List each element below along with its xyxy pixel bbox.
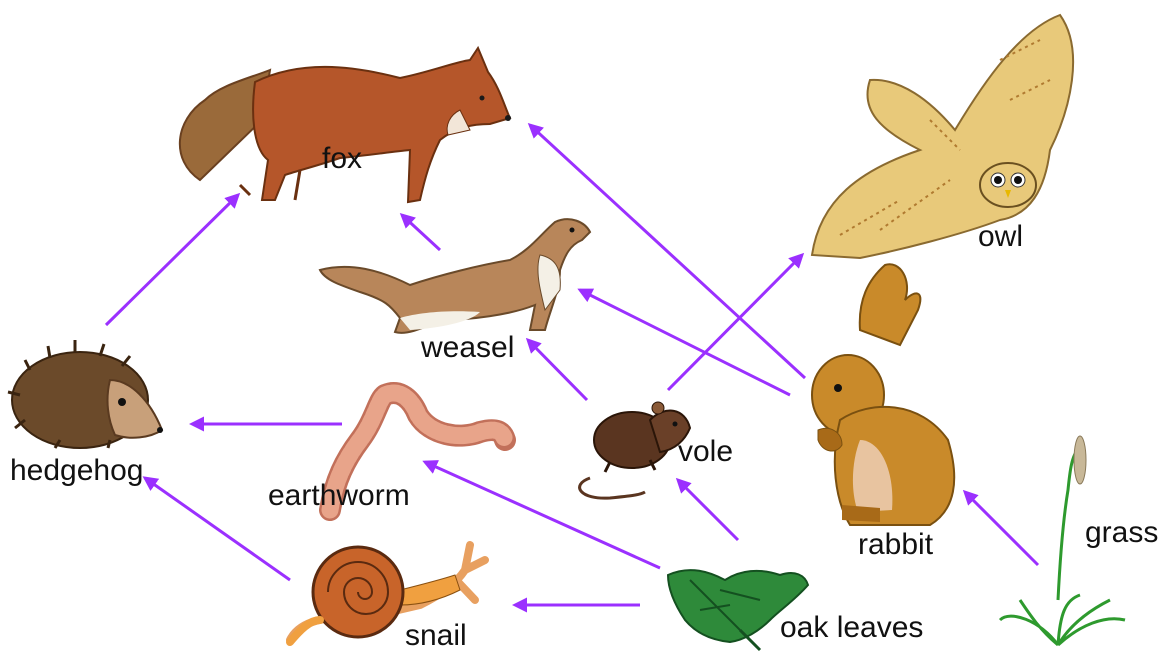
arrow-rabbit-to-weasel xyxy=(580,290,790,395)
arrow-grass-to-rabbit xyxy=(965,492,1038,565)
weasel-illustration xyxy=(320,219,590,333)
arrow-oak-leaves-to-vole xyxy=(678,480,738,540)
grass-label: grass xyxy=(1085,516,1158,549)
earthworm-label: earthworm xyxy=(268,479,410,512)
weasel-label: weasel xyxy=(420,331,514,364)
hedgehog-label: hedgehog xyxy=(10,454,143,487)
vole-illustration xyxy=(580,402,690,498)
oak-leaves-label: oak leaves xyxy=(780,611,923,644)
vole-label: vole xyxy=(678,435,733,468)
arrow-oak-leaves-to-earthworm xyxy=(425,462,660,568)
snail-label: snail xyxy=(405,619,467,652)
rabbit-label: rabbit xyxy=(858,528,934,561)
rabbit-illustration xyxy=(812,264,954,525)
arrow-vole-to-weasel xyxy=(528,340,587,400)
arrow-weasel-to-fox xyxy=(402,215,440,250)
arrow-rabbit-to-fox xyxy=(530,125,805,378)
fox-illustration xyxy=(180,48,511,202)
owl-illustration xyxy=(812,15,1073,258)
arrow-vole-to-owl xyxy=(668,255,802,390)
arrow-hedgehog-to-fox xyxy=(106,195,238,325)
owl-label: owl xyxy=(978,220,1023,253)
hedgehog-illustration xyxy=(8,340,163,448)
fox-label: fox xyxy=(322,142,362,175)
